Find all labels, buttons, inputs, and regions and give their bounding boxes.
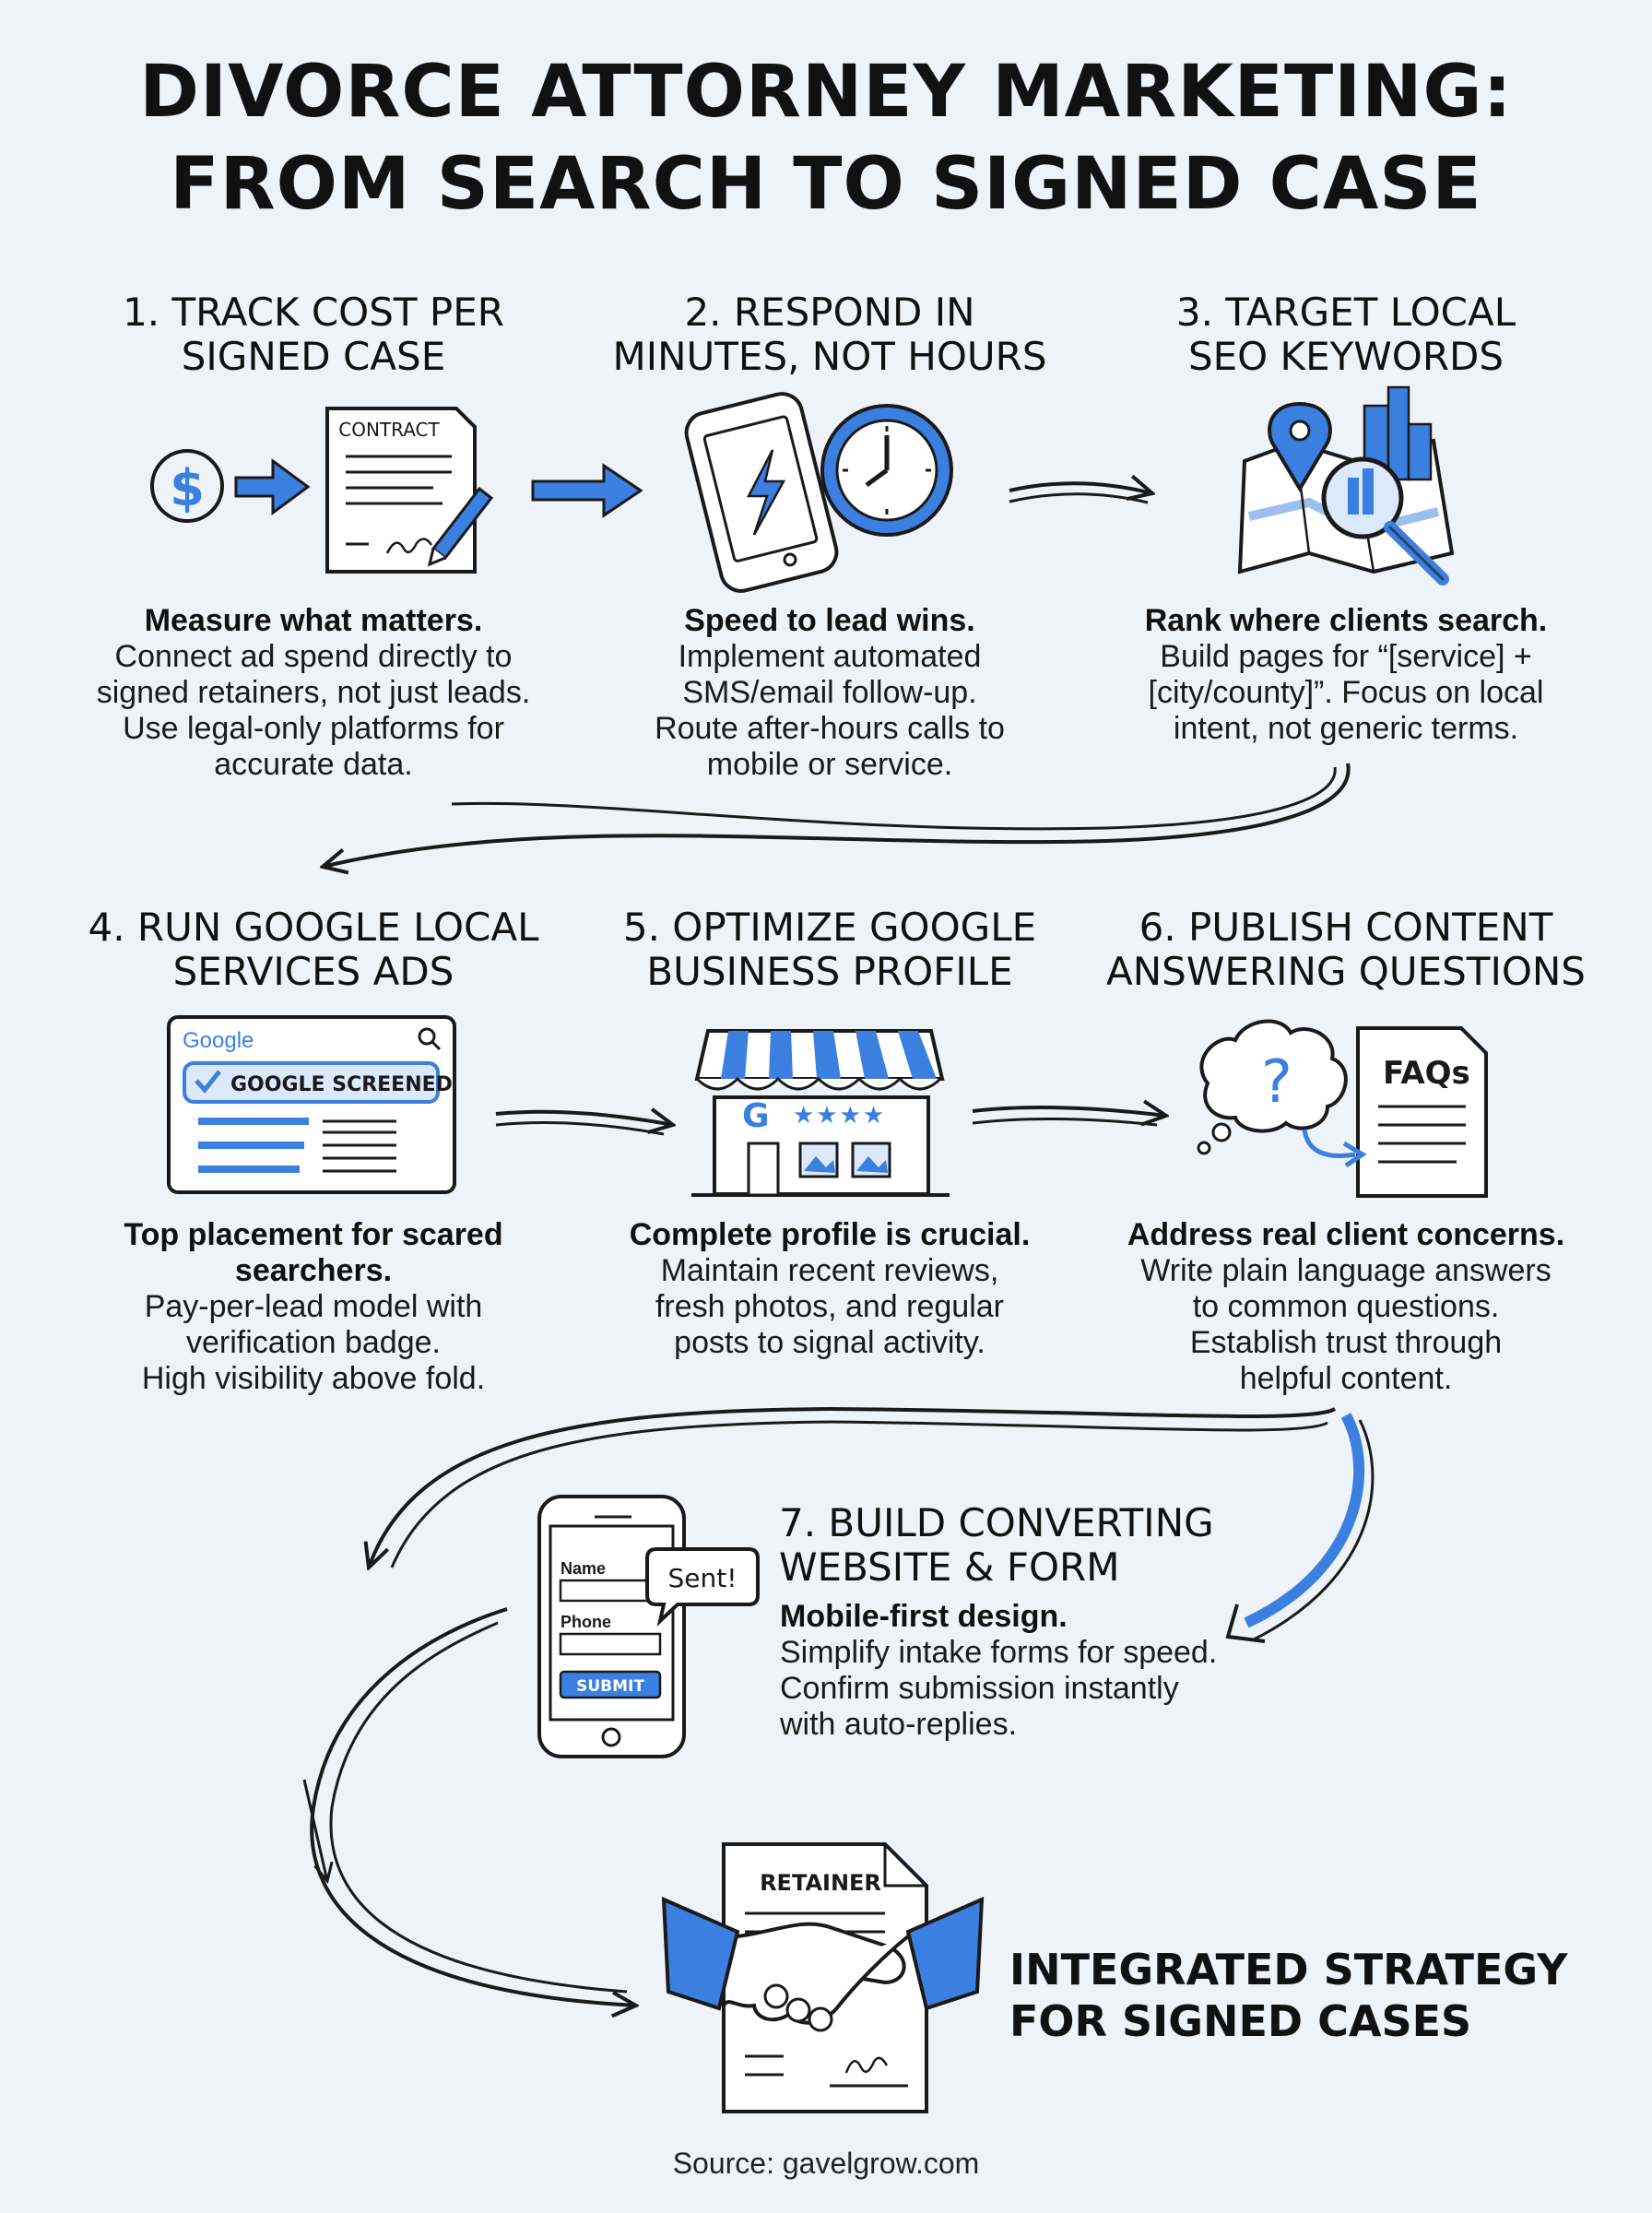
svg-text:Google: Google bbox=[183, 1028, 254, 1053]
svg-text:Name: Name bbox=[560, 1559, 606, 1578]
svg-text:RETAINER: RETAINER bbox=[760, 1870, 881, 1896]
title-line-2: FROM SEARCH TO SIGNED CASE bbox=[170, 143, 1482, 226]
step-5-description: Complete profile is crucial. Maintain re… bbox=[629, 1217, 1031, 1360]
question-bubble-icon: ? bbox=[1197, 1019, 1348, 1155]
faq-document-icon: FAQs bbox=[1302, 1026, 1488, 1198]
svg-text:G: G bbox=[742, 1097, 770, 1135]
google-search-panel-icon: Google GOOGLE SCREENED bbox=[167, 1015, 456, 1194]
rating-stars-icon: ★★★★ bbox=[793, 1102, 886, 1130]
svg-text:Sent!: Sent! bbox=[668, 1563, 738, 1593]
connector-arrow-blue bbox=[1225, 1413, 1375, 1643]
arrow-right-icon bbox=[972, 1107, 1166, 1125]
page-title: DIVORCE ATTORNEY MARKETING: FROM SEARCH … bbox=[0, 46, 1652, 231]
connector-arrow bbox=[323, 763, 1351, 867]
location-pin-icon bbox=[1268, 401, 1332, 492]
magnifier-icon bbox=[1321, 456, 1449, 586]
storefront-icon: G bbox=[691, 1029, 950, 1197]
connector-arrow bbox=[369, 1406, 1337, 1568]
handshake-icon bbox=[661, 1896, 985, 2032]
svg-text:FAQs: FAQs bbox=[1383, 1055, 1470, 1092]
step-7-description: Mobile-first design. Simplify intake for… bbox=[780, 1599, 1218, 1742]
step-4-description: Top placement for scared searchers. Pay-… bbox=[124, 1217, 503, 1396]
dollar-icon: $ bbox=[150, 449, 224, 523]
phone-lightning-icon bbox=[684, 392, 839, 593]
arrow-right-icon bbox=[531, 463, 643, 518]
svg-text:Phone: Phone bbox=[560, 1613, 611, 1631]
sent-bubble-icon: Sent! bbox=[645, 1547, 760, 1627]
svg-text:★★★★: ★★★★ bbox=[793, 1102, 886, 1130]
svg-text:CONTRACT: CONTRACT bbox=[338, 419, 440, 441]
step-3-description: Rank where clients search. Build pages f… bbox=[1144, 603, 1548, 746]
connector-arrow bbox=[302, 1607, 636, 2006]
clock-icon bbox=[820, 404, 953, 537]
arrow-right-icon bbox=[1009, 483, 1152, 504]
step-6-description: Address real client concerns. Write plai… bbox=[1127, 1217, 1565, 1396]
svg-text:?: ? bbox=[1261, 1048, 1292, 1117]
svg-text:$: $ bbox=[170, 459, 205, 517]
title-line-1: DIVORCE ATTORNEY MARKETING: bbox=[139, 51, 1513, 134]
pen-icon bbox=[427, 486, 494, 567]
source-credit: Source: gavelgrow.com bbox=[672, 2147, 980, 2180]
step-1-description: Measure what matters. Connect ad spend d… bbox=[96, 603, 531, 782]
svg-text:SUBMIT: SUBMIT bbox=[576, 1677, 644, 1696]
arrow-right-icon bbox=[234, 458, 311, 515]
arrow-right-icon bbox=[495, 1112, 673, 1136]
phone-form-icon: Name Phone SUBMIT bbox=[537, 1495, 686, 1758]
svg-text:GOOGLE SCREENED: GOOGLE SCREENED bbox=[230, 1073, 453, 1096]
